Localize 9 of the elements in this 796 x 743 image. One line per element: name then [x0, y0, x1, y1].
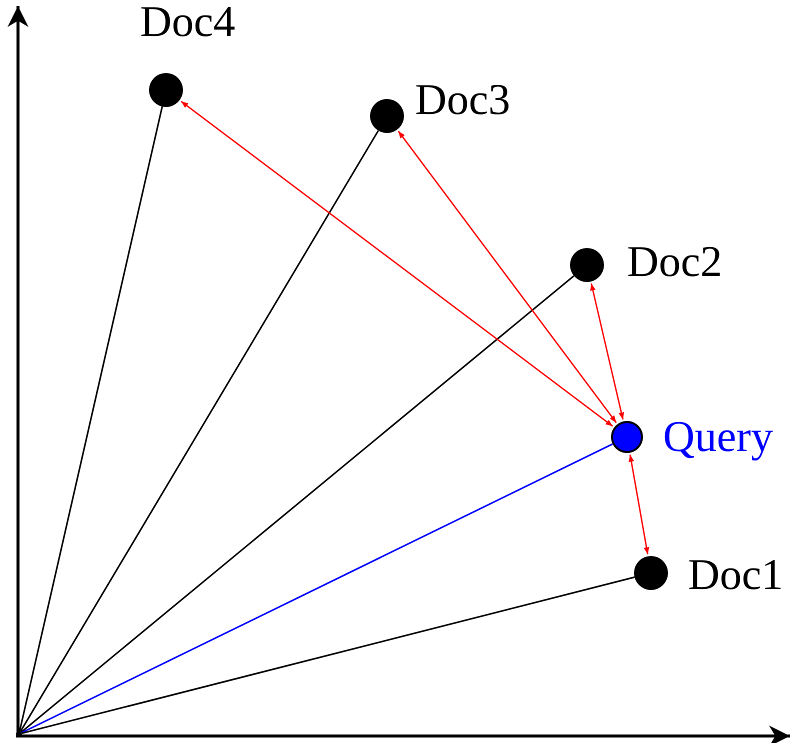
- distance-arrow: [628, 454, 650, 554]
- distance-arrow: [398, 130, 617, 423]
- point-label: Doc4: [140, 0, 236, 44]
- distance-arrow: [590, 283, 624, 420]
- point-label: Doc2: [627, 240, 722, 284]
- distance-arrow: [180, 100, 614, 427]
- point-label: Query: [663, 415, 773, 459]
- point-label: Doc3: [415, 78, 510, 122]
- point-label: Doc1: [688, 553, 784, 597]
